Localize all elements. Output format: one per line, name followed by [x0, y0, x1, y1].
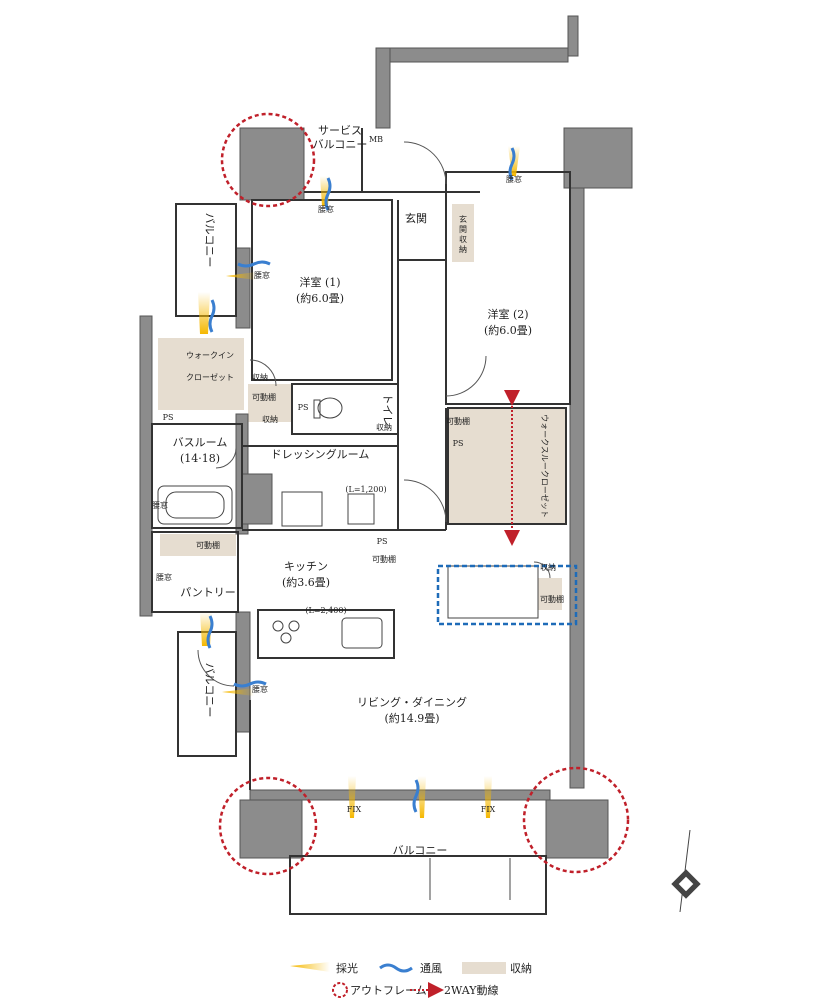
- ps-label-b: PS: [298, 403, 309, 412]
- service-balcony-label-2: バルコニー: [313, 138, 368, 151]
- western-room-2-label: 洋室 (2): [487, 307, 528, 321]
- ps-label-d: PS: [453, 439, 464, 448]
- storage-label-a: 収納: [252, 372, 268, 382]
- kitchen-size: (約3.6畳): [282, 575, 330, 589]
- ventilation-indicators: [206, 147, 516, 813]
- legend-storage-swatch: [462, 962, 506, 974]
- walk-in-closet-label-2: クローゼット: [186, 372, 234, 382]
- fixtures: [157, 397, 539, 900]
- compass-icon: [671, 829, 701, 913]
- balcony-bottom-label: バルコニー: [393, 844, 448, 857]
- walk-in-closet-label-1: ウォークイン: [186, 351, 234, 360]
- living-dining-label: リビング・ダイニング: [357, 695, 467, 709]
- storage-label-c: 収納: [540, 562, 556, 572]
- walk-through-closet-label: ウォークスルークローゼット: [540, 414, 550, 518]
- ps-label-a: PS: [163, 413, 174, 422]
- balcony-bottom-left-label: バルコニー: [203, 663, 216, 718]
- legend: 採光 通風 収納 アウトフレーム 2WAY動線: [290, 961, 532, 998]
- interior-walls: [151, 128, 571, 915]
- toilet-label: トイレ: [381, 394, 394, 427]
- bathroom-size: (14·18): [180, 452, 220, 465]
- walls: [139, 15, 633, 859]
- legend-ventilation-icon: [379, 963, 413, 973]
- service-balcony-label-1: サービス: [318, 124, 362, 137]
- window-label-a: 腰窓: [506, 174, 522, 184]
- room-labels: サービス バルコニー MB 玄関 玄 関 収 納 洋室 (1) (約6.0畳) …: [152, 124, 564, 857]
- legend-ventilation-label: 通風: [420, 962, 442, 975]
- legend-daylight-label: 採光: [336, 961, 358, 975]
- kitchen-label: キッチン: [284, 560, 328, 573]
- movable-shelf-label-d: 可動棚: [446, 416, 470, 426]
- daylight-indicators-horizontal: [222, 272, 256, 696]
- mb-label: MB: [369, 135, 383, 144]
- storage-label-d: 収納: [376, 422, 392, 432]
- legend-outframe-icon: [332, 982, 348, 998]
- western-room-1-size: (約6.0畳): [296, 291, 344, 305]
- outframe-circles: [218, 112, 630, 876]
- western-room-1-label: 洋室 (1): [299, 275, 340, 289]
- window-label-c: 腰窓: [254, 270, 270, 280]
- legend-two-way-label: 2WAY動線: [444, 983, 499, 997]
- window-label-e: 腰窓: [156, 572, 172, 582]
- storage-label-b: 収納: [262, 414, 278, 424]
- window-label-f: 腰窓: [252, 684, 268, 694]
- fix-label-a: FIX: [347, 805, 362, 814]
- entrance-label: 玄関: [405, 211, 427, 225]
- window-label-d: 腰窓: [152, 500, 168, 510]
- fix-label-b: FIX: [481, 805, 496, 814]
- ps-label-c: PS: [377, 537, 388, 546]
- entrance-storage-label-1: 玄: [459, 214, 467, 224]
- movable-shelf-label-b: 可動棚: [196, 540, 220, 550]
- western-room-2-size: (約6.0畳): [484, 323, 532, 337]
- movable-shelf-label-e: 可動棚: [540, 594, 564, 604]
- living-dining-size: (約14.9畳): [384, 711, 439, 725]
- movable-shelf-label-c: 可動棚: [372, 554, 396, 564]
- pantry-label: パントリー: [180, 586, 236, 599]
- bathroom-label: バスルーム: [173, 436, 228, 449]
- highlight-box: [436, 564, 578, 626]
- entrance-storage-label-2: 関: [459, 225, 467, 234]
- window-label-b: 腰窓: [318, 204, 334, 214]
- legend-daylight-icon: [290, 962, 330, 972]
- counter-length-2: (L=2,400): [305, 606, 346, 615]
- legend-storage-label: 収納: [510, 962, 532, 975]
- dressing-room-label: ドレッシングルーム: [271, 447, 370, 461]
- counter-length-1: (L=1,200): [345, 485, 386, 494]
- doors: [197, 141, 551, 687]
- movable-shelf-label-a: 可動棚: [252, 392, 276, 402]
- balcony-top-left-label: バルコニー: [203, 213, 216, 268]
- entrance-storage-label-4: 納: [459, 244, 467, 254]
- entrance-storage-label-3: 収: [459, 234, 467, 244]
- legend-outframe-label: アウトフレーム: [350, 984, 427, 997]
